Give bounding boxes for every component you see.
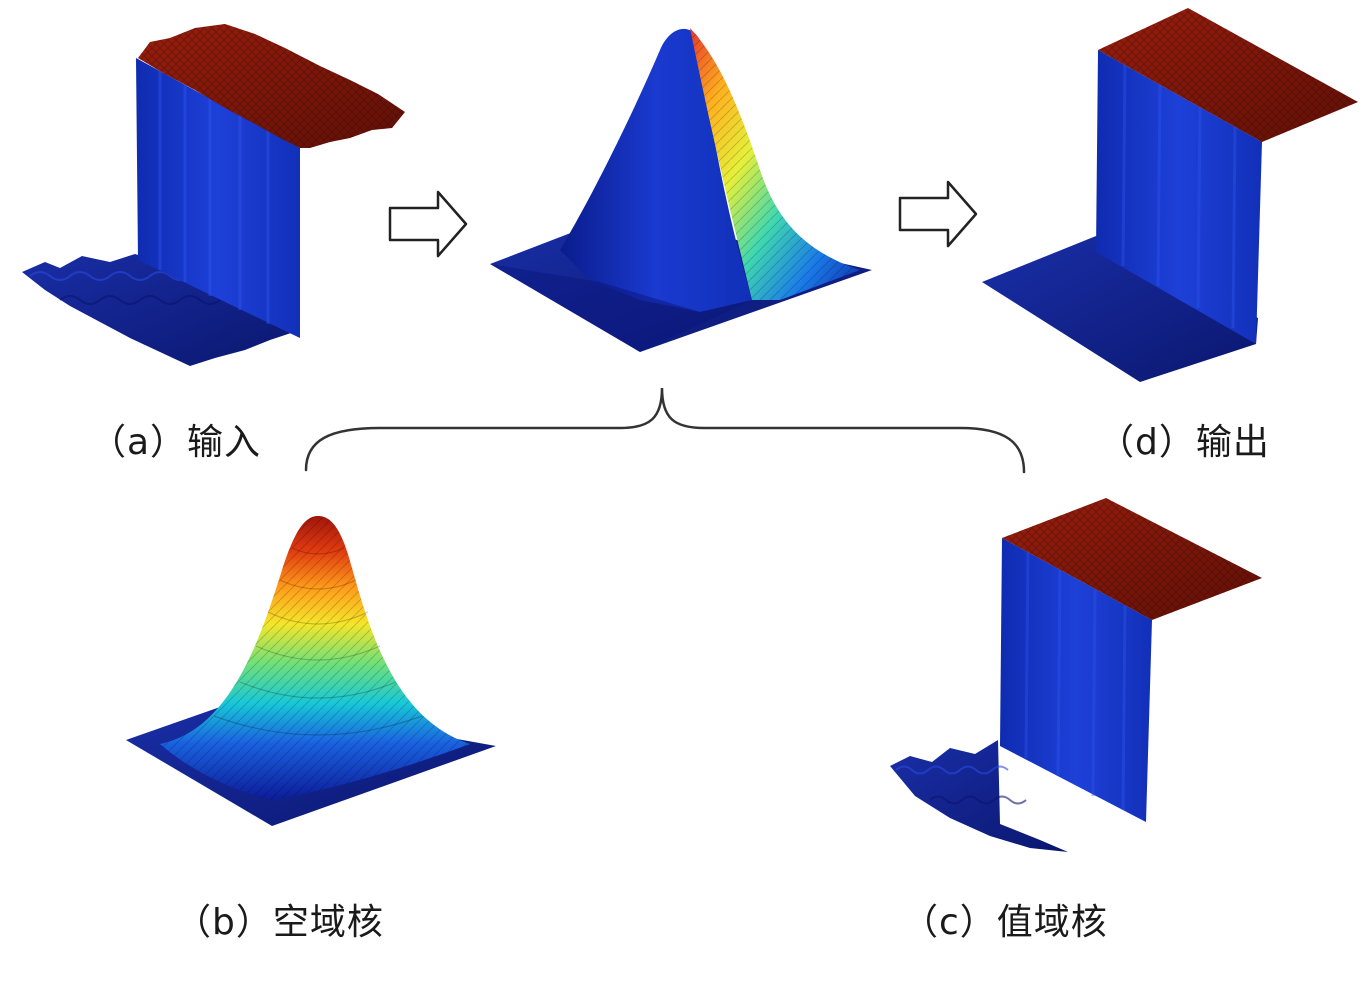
output-surface xyxy=(982,8,1358,382)
arrow-right-icon xyxy=(388,190,468,258)
range-kernel-surface xyxy=(890,498,1262,852)
caption-input: （a）输入 xyxy=(90,422,262,463)
input-surface xyxy=(22,24,405,366)
spatial-kernel-surface xyxy=(126,516,496,826)
combined-kernel-surface xyxy=(490,28,872,352)
caption-range-kernel: （c）值域核 xyxy=(902,902,1108,943)
caption-spatial-kernel: （b）空域核 xyxy=(175,902,384,943)
curly-brace-icon xyxy=(304,387,1026,474)
arrow-right-icon xyxy=(898,180,978,248)
caption-output: （d）输出 xyxy=(1098,422,1270,463)
